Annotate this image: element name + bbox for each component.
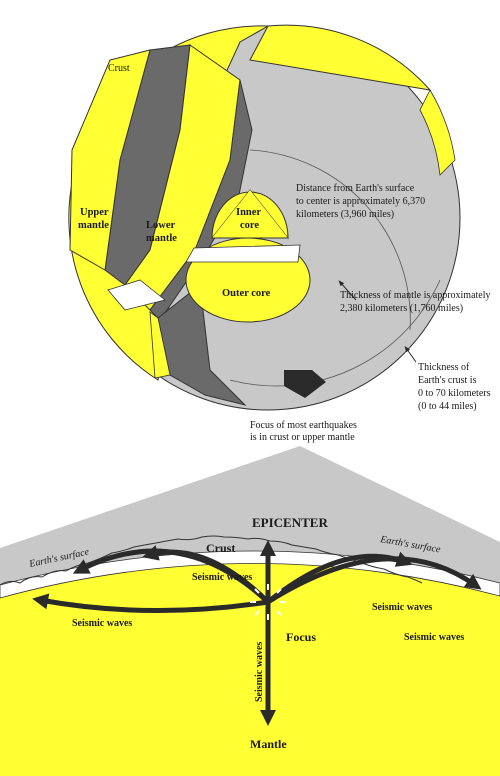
upper-mantle-face: [69, 49, 151, 271]
distance-note-1: Distance from Earth's surface: [296, 183, 415, 194]
crust-label: Crust: [108, 63, 130, 74]
inner-core: [211, 189, 289, 240]
lower-mantle-label-2: mantle: [146, 233, 177, 244]
crust-note-3: 0 to 70 kilometers: [418, 388, 491, 399]
crust-shell-right: [249, 24, 432, 91]
mantle-note-1: Thickness of mantle is approximately: [340, 290, 491, 301]
distance-note-3: kilometers (3,960 miles): [296, 209, 394, 220]
wave-arrow-right-upper: [266, 556, 482, 605]
focus-burst: [250, 584, 286, 620]
wave-arrow-left-mid: [142, 545, 270, 604]
outer-core-label: Outer core: [222, 288, 271, 299]
wave-arrow-left-lower: [32, 593, 269, 613]
waves-center-label: Seismic waves: [192, 572, 252, 583]
inner-core-label-2: core: [240, 220, 259, 231]
waves-right-lower-label: Seismic waves: [404, 632, 464, 643]
focus-note-2: is in crust or upper mantle: [250, 432, 355, 443]
earth-section: [0, 563, 500, 776]
earth-globe: Crust Upper mantle Lower mantle Inner co…: [68, 24, 491, 412]
crust-band: [0, 550, 500, 599]
cross-section: EPICENTER Earth's surface Earth's surfac…: [0, 446, 500, 776]
crust-section-label: Crust: [206, 541, 235, 555]
waves-right-upper-label: Seismic waves: [372, 602, 432, 613]
upper-mantle-label-1: Upper: [80, 207, 109, 218]
waves-left-label: Seismic waves: [72, 618, 132, 629]
focus-arrow: [284, 370, 326, 398]
crust-note-1: Thickness of: [418, 362, 470, 373]
waves-vertical-label: Seismic waves: [254, 642, 265, 702]
distance-note-2: to center is approximately 6,370: [296, 196, 425, 207]
epicenter-label: EPICENTER: [252, 515, 328, 530]
crust-note-4: (0 to 44 miles): [418, 401, 477, 412]
upper-mantle-label-2: mantle: [78, 220, 109, 231]
crust-note-2: Earth's crust is: [418, 375, 477, 386]
focus-note-1: Focus of most earthquakes: [250, 420, 357, 431]
lower-mantle-label-1: Lower: [146, 220, 175, 231]
mantle-note-2: 2,380 kilometers (1,760 miles): [340, 303, 463, 314]
mantle-section-label: Mantle: [250, 737, 287, 751]
inner-core-label-1: Inner: [236, 207, 261, 218]
focus-label: Focus: [286, 630, 316, 644]
